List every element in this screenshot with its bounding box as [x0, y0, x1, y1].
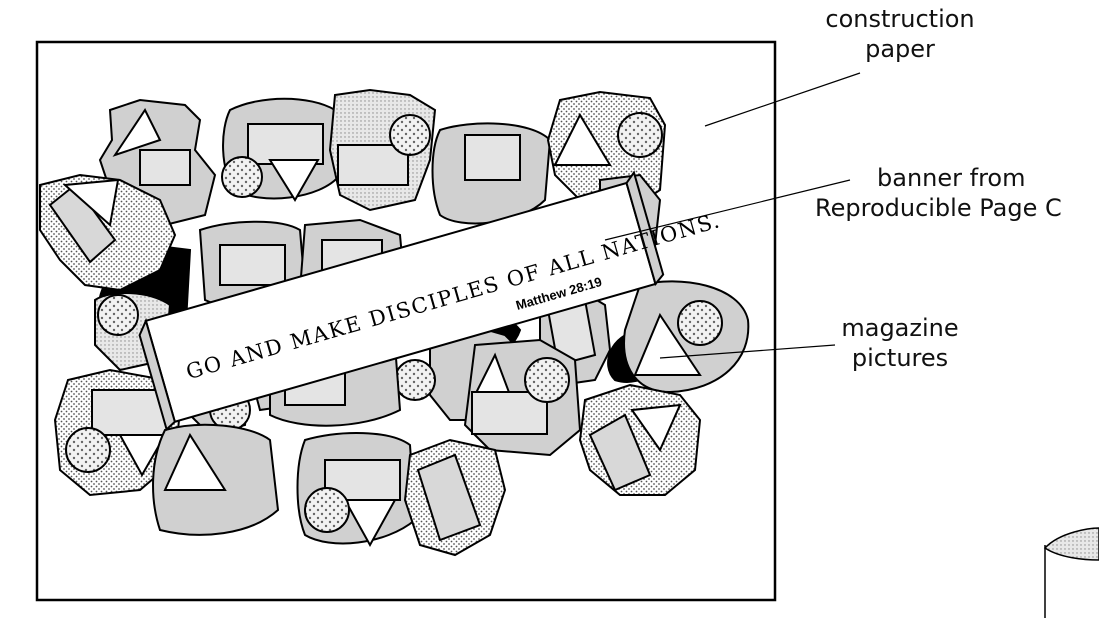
banner-label: banner from Reproducible Page C [815, 163, 1099, 223]
banner-leader [604, 179, 851, 241]
magazine-pictures-label: magazine pictures [820, 313, 980, 373]
magazine-pictures-label-line2: pictures [851, 344, 949, 372]
construction-paper-leader [704, 72, 861, 127]
construction-paper-label-line1: construction [825, 5, 975, 33]
banner-label-line2: Reproducible Page C [815, 194, 1062, 222]
magazine-pictures-label-line1: magazine [841, 314, 959, 342]
construction-paper-label: construction paper [810, 4, 990, 64]
magazine-pictures-leader [659, 344, 836, 359]
container-fragment [1043, 527, 1099, 618]
construction-paper-label-line2: paper [865, 35, 935, 63]
banner-label-line1: banner from [877, 164, 1026, 192]
